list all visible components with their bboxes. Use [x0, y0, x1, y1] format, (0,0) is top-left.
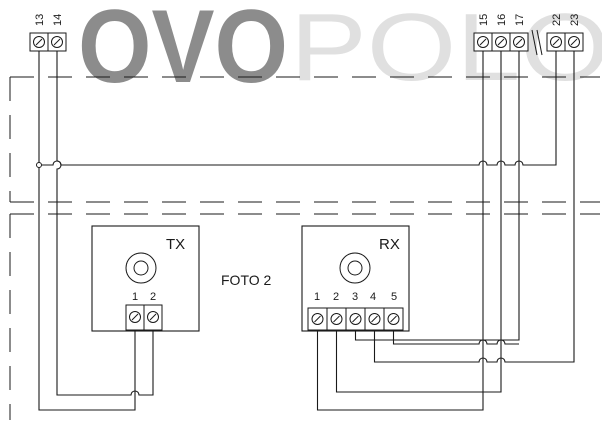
- wire-junction: [36, 162, 42, 168]
- block-break-mark: [531, 29, 538, 56]
- left-terminal-block: 13 14: [29, 14, 67, 52]
- watermark: OVO: [78, 0, 288, 105]
- wire-rx5: [392, 330, 519, 345]
- rx-terminal-label-3: 3: [352, 291, 358, 303]
- wire-23: [373, 51, 575, 363]
- rx-terminal-label-5: 5: [391, 291, 397, 303]
- tx-unit: TX 1 2: [91, 225, 200, 332]
- rx-terminal-label-1: 1: [314, 291, 320, 303]
- wire-22: [42, 51, 557, 166]
- wires: [36, 51, 575, 411]
- wire-13: [38, 51, 136, 411]
- terminal-label-13: 13: [34, 14, 46, 26]
- rx-title: RX: [379, 236, 400, 253]
- wire-15: [316, 51, 484, 411]
- rx-unit: RX 1 2 3 4 5: [301, 225, 410, 332]
- terminal-label-14: 14: [52, 14, 64, 26]
- wire-16: [335, 51, 502, 393]
- terminal-label-23: 23: [569, 14, 581, 26]
- terminal-label-22: 22: [551, 14, 563, 26]
- tx-title: TX: [166, 236, 185, 253]
- tx-terminal-label-2: 2: [150, 291, 156, 303]
- rx-terminal-label-4: 4: [370, 291, 376, 303]
- terminal-label-16: 16: [496, 14, 508, 26]
- caption-foto-2: FOTO 2: [221, 272, 272, 288]
- terminal-label-15: 15: [478, 14, 490, 26]
- terminal-label-17: 17: [514, 14, 526, 26]
- tx-terminal-label-1: 1: [132, 291, 138, 303]
- rx-terminal-label-2: 2: [333, 291, 339, 303]
- wire-17: [354, 51, 520, 341]
- right-terminal-block: 15 16 17 22 23: [473, 14, 584, 56]
